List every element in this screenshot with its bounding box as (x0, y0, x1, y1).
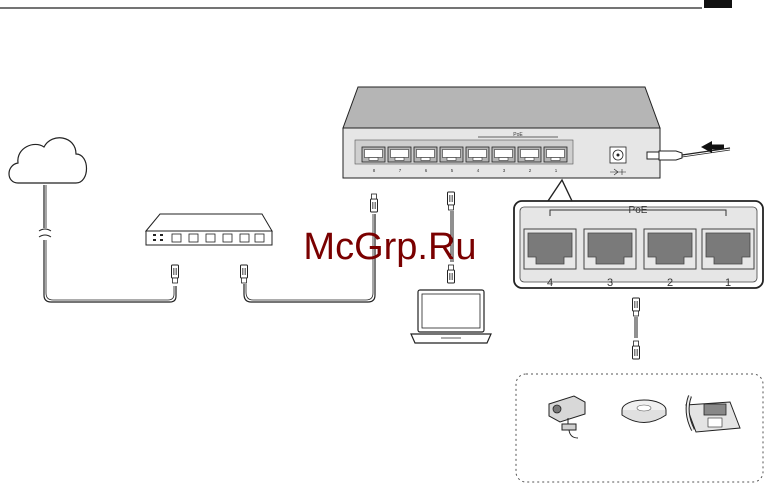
zoom-port-number: 3 (607, 277, 613, 289)
zoom-port-3 (584, 229, 636, 269)
zoom-port-number: 4 (547, 277, 553, 289)
access-point-icon (622, 400, 666, 423)
switch-port-1 (544, 147, 567, 162)
switch-port-7 (388, 147, 411, 162)
switch-port-2 (518, 147, 541, 162)
zoom-port-number: 1 (725, 277, 731, 289)
watermark-text: McGrp.Ru (303, 226, 476, 268)
switch-port-5 (440, 147, 463, 162)
rj45-connector-icon (633, 341, 640, 359)
zoom-port-1 (702, 229, 754, 269)
rj45-connector-icon (633, 298, 640, 316)
ip-phone-icon (686, 396, 740, 432)
laptop-icon (411, 290, 491, 343)
rj45-connector-icon (371, 194, 378, 212)
switch-icon (343, 87, 660, 178)
rj45-connector-icon (172, 265, 179, 283)
ip-camera-icon (549, 396, 585, 438)
cable-panel-to-devices (635, 317, 637, 338)
switch-port-4 (466, 147, 489, 162)
callout-pointer (548, 180, 572, 201)
switch-port-6 (414, 147, 437, 162)
header-tab (704, 0, 732, 8)
cloud-icon (9, 138, 87, 183)
rj45-connector-icon (241, 265, 248, 283)
router-icon (146, 214, 272, 245)
zoom-port-number: 2 (667, 277, 673, 289)
zoom-poe-label: PoE (629, 205, 648, 216)
switch-poe-label: PoE (513, 132, 523, 138)
zoom-port-4 (524, 229, 576, 269)
switch-port-8 (362, 147, 385, 162)
switch-port-3 (492, 147, 515, 162)
zoom-port-2 (644, 229, 696, 269)
rj45-connector-icon (448, 192, 455, 210)
